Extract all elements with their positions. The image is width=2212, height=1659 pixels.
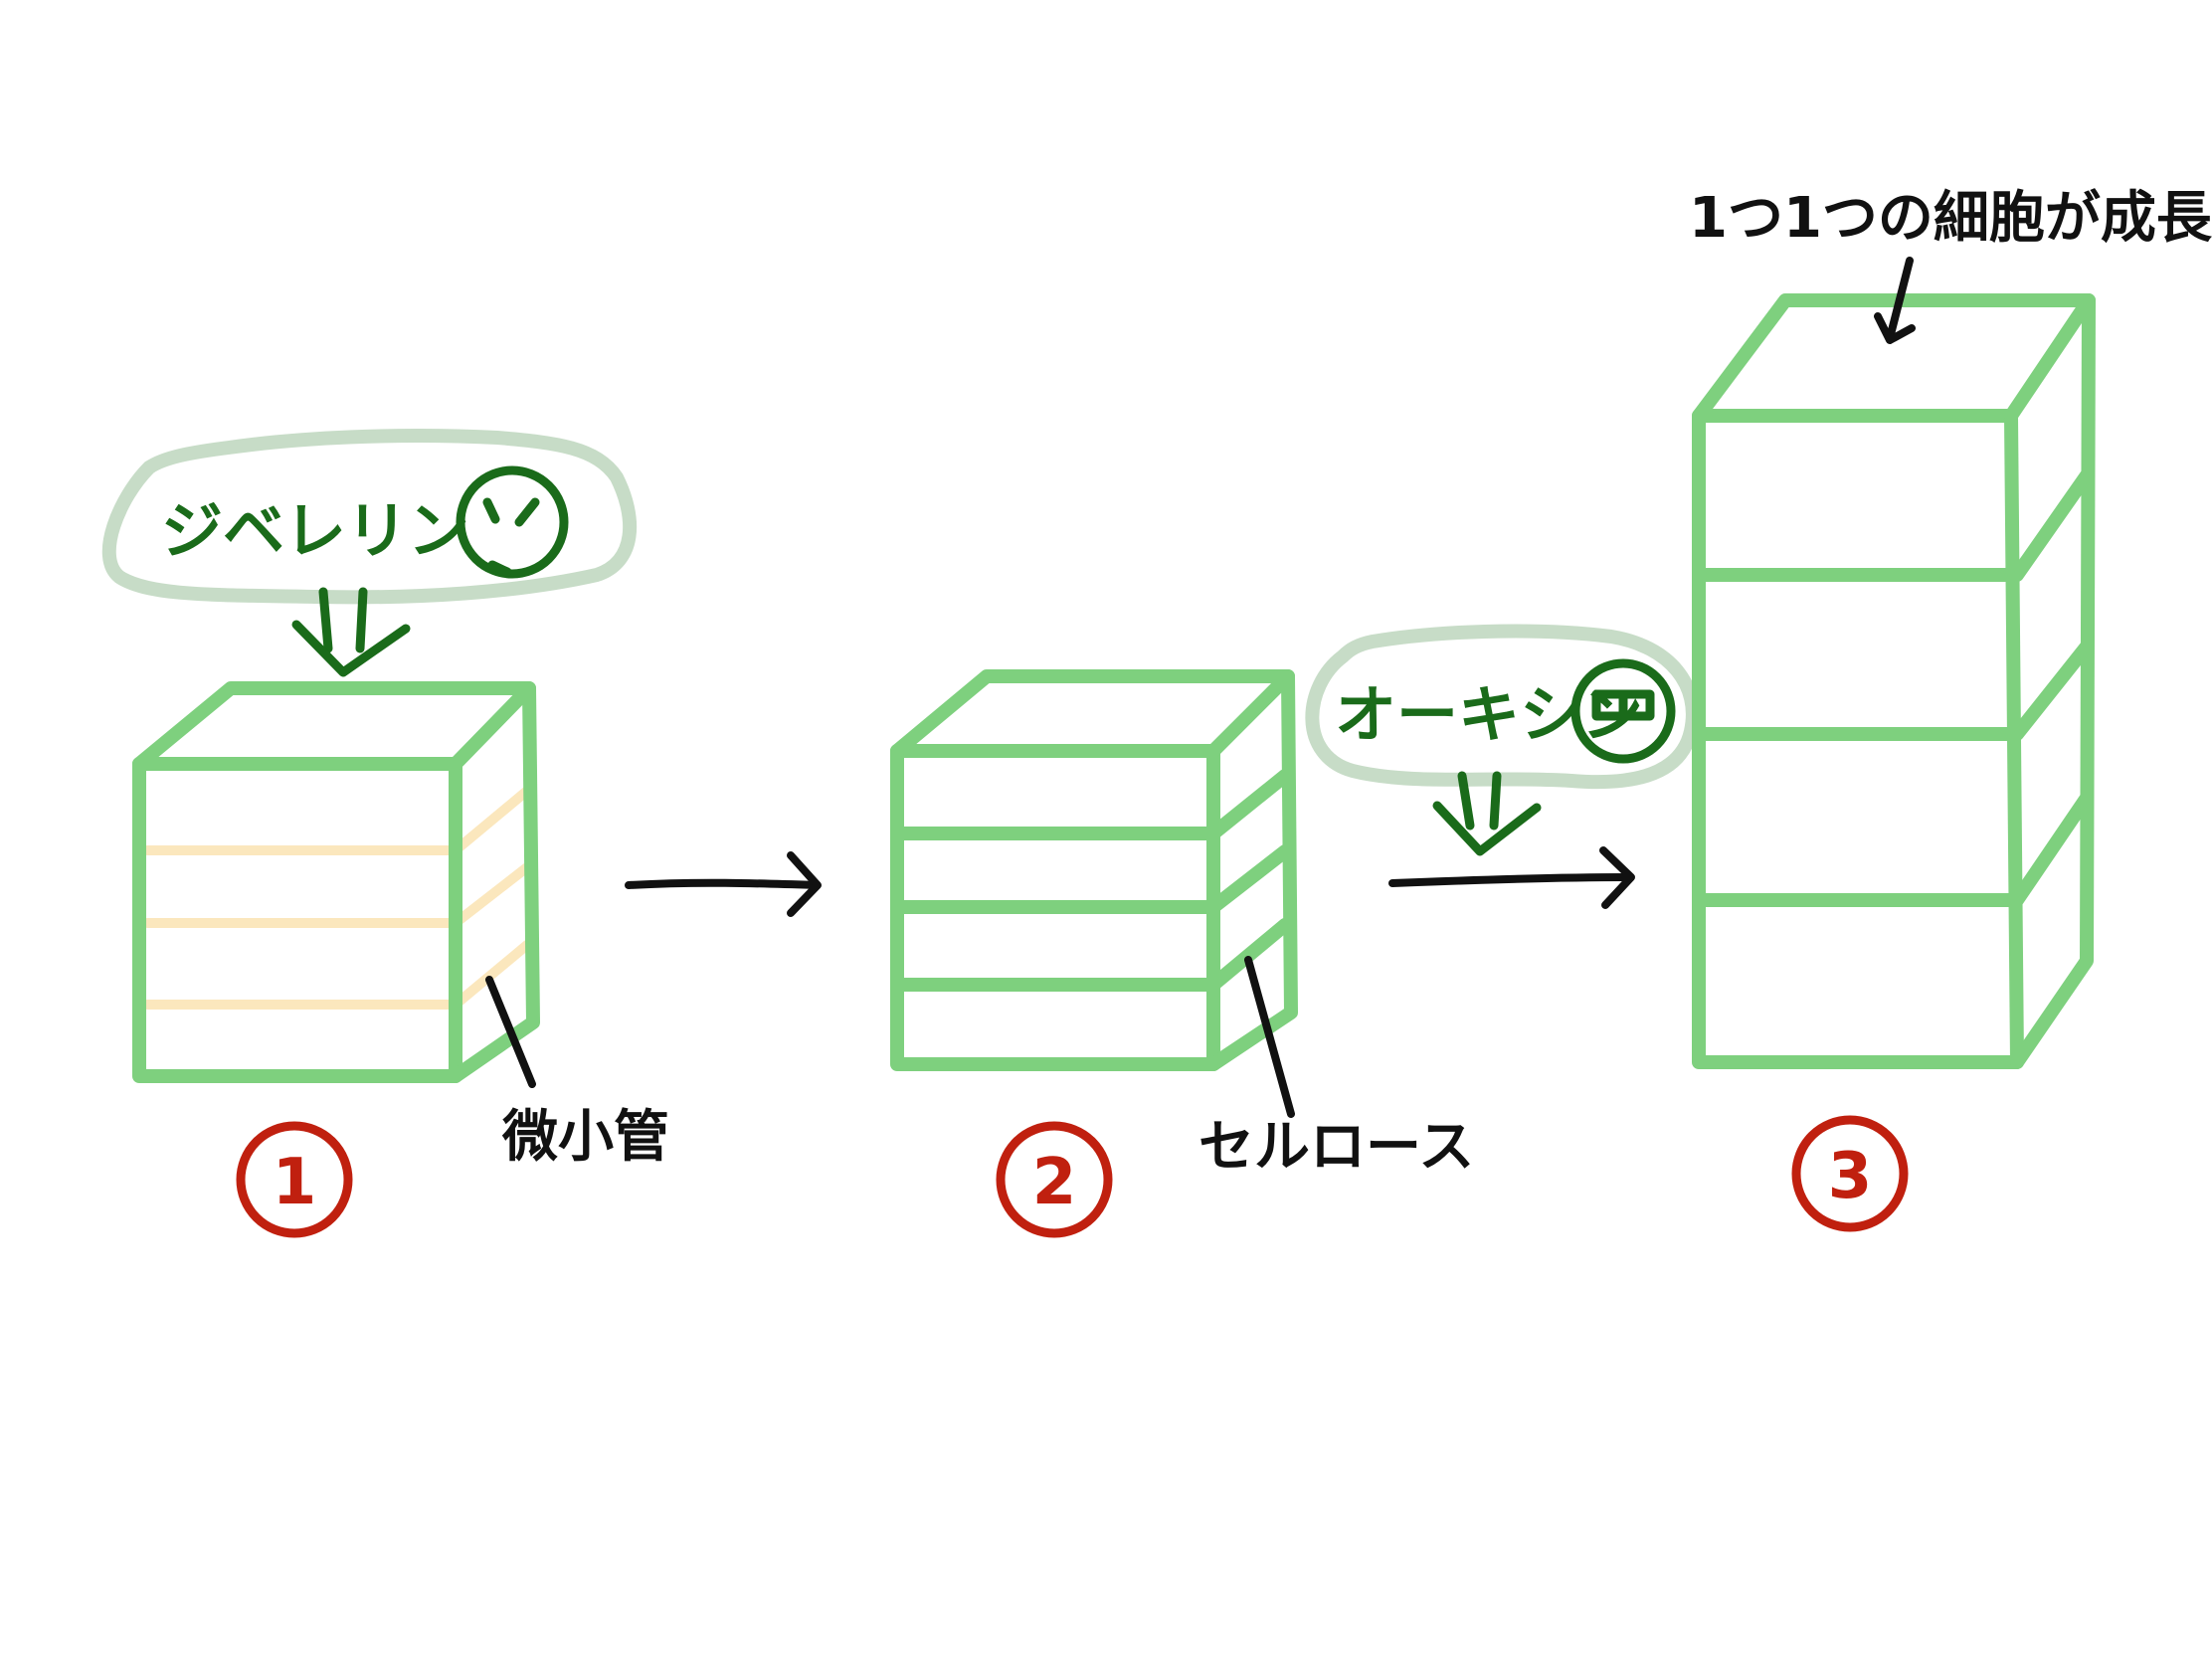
step-3-badge: 3 xyxy=(1791,1115,1909,1232)
step-2-badge: 2 xyxy=(996,1121,1113,1238)
double-down-arrow-icon xyxy=(291,587,411,677)
gibberellin-label: ジベレリン xyxy=(161,494,469,567)
step-1-badge: 1 xyxy=(236,1121,353,1238)
cell-growth-label: 1つ1つの細胞が成長 xyxy=(1689,186,2212,251)
microtubule-label: 微小管 xyxy=(501,1105,669,1170)
cell-stage-3 xyxy=(1692,293,2096,1069)
cellulose-annotation: セルロース xyxy=(1198,956,1474,1180)
gibberellin-highlight-cloud xyxy=(101,429,638,605)
cell-growth-annotation: 1つ1つの細胞が成長 xyxy=(1689,186,2212,344)
right-arrow-icon xyxy=(1388,846,1635,909)
happy-face-icon xyxy=(1570,658,1676,764)
step-1-number: 1 xyxy=(273,1146,317,1219)
step-3-number: 3 xyxy=(1828,1140,1873,1213)
right-arrow-icon xyxy=(625,851,822,917)
smiley-face-icon xyxy=(456,465,569,579)
cellulose-label: セルロース xyxy=(1198,1115,1474,1180)
pointer-arrow-icon xyxy=(1874,257,1916,344)
step-2-number: 2 xyxy=(1032,1146,1077,1219)
double-down-arrow-icon xyxy=(1432,771,1542,856)
gibberellin-group: ジベレリン xyxy=(101,429,638,677)
microtubule-annotation: 微小管 xyxy=(485,976,669,1170)
cell-stage-1 xyxy=(132,681,540,1083)
cell-stage-2 xyxy=(890,669,1298,1071)
auxin-highlight-cloud xyxy=(1305,624,1700,790)
auxin-group: オーキシン xyxy=(1305,624,1700,856)
auxin-label: オーキシン xyxy=(1335,678,1643,751)
